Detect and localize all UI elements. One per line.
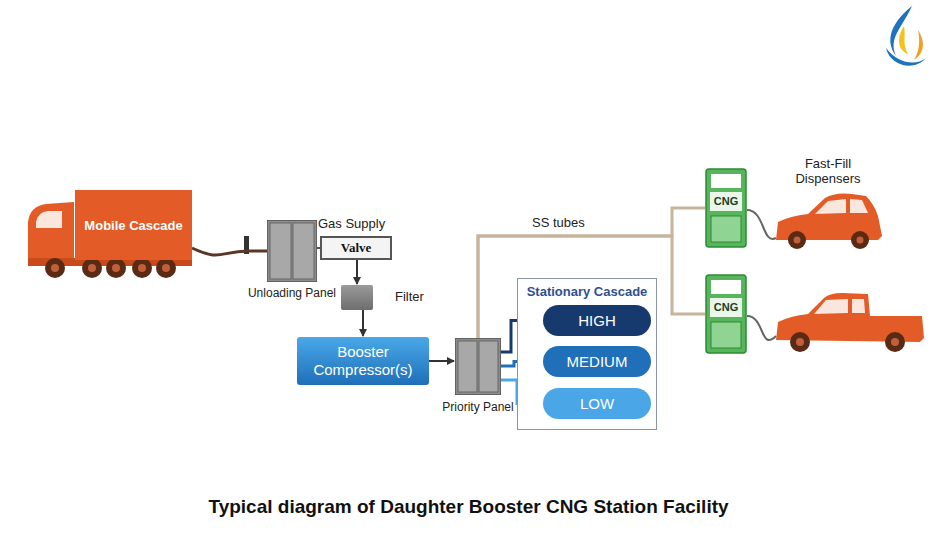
node-text: Unloading Panel: [247, 286, 337, 300]
caption: Typical diagram of Daughter Booster CNG …: [0, 496, 937, 518]
node-text: LOW: [580, 395, 614, 412]
node-text: Stationary Cascade: [518, 279, 656, 299]
low-tank: LOW: [543, 388, 651, 419]
mobile-cascade: Mobile Cascade: [75, 190, 192, 260]
node-text: Valve: [341, 240, 372, 256]
node-text: CNG: [705, 301, 747, 313]
node-text: Booster Compressor(s): [300, 343, 426, 379]
dispenser-hose: [747, 210, 776, 239]
connector: [478, 208, 705, 338]
node-text: MEDIUM: [567, 353, 628, 370]
dispenser-hose: [747, 316, 776, 340]
valve-box: Gas SupplyValve: [320, 236, 392, 260]
cng-dispenser: CNG: [705, 168, 747, 248]
node-text: HIGH: [578, 312, 616, 329]
connector: [362, 310, 364, 336]
wheel-hubs: [51, 264, 170, 272]
logo: [886, 6, 926, 66]
connector: [356, 260, 358, 284]
booster-compressor: Booster Compressor(s): [297, 337, 429, 385]
connector: [478, 236, 705, 338]
car: [776, 194, 882, 250]
truck-window: [36, 211, 62, 228]
cng-dispenser: CNG: [705, 274, 747, 354]
node-text: Mobile Cascade: [84, 218, 182, 233]
node-text: Priority Panel: [433, 400, 523, 414]
node-text: Gas Supply: [318, 216, 385, 231]
panel-shape: [455, 338, 501, 395]
note-label: Fast-Fill Dispensers: [786, 156, 870, 186]
medium-tank: MEDIUM: [543, 346, 651, 377]
panel-shape: [267, 220, 317, 282]
dispenser-shape: [705, 168, 747, 248]
priority-panel: Priority Panel: [455, 338, 501, 395]
truck-cab: [28, 202, 74, 262]
pickup-truck: [776, 293, 924, 352]
truck-wheels: [45, 258, 176, 278]
high-tank: HIGH: [543, 305, 651, 336]
stationary-cascade: Stationary CascadeHIGH MEDIUM LOW: [517, 278, 657, 430]
edge-label: SS tubes: [530, 215, 587, 230]
filter-box: Filter: [341, 285, 373, 310]
unloading-panel: Unloading Panel: [267, 220, 317, 282]
connector: [192, 248, 267, 255]
dispenser-shape: [705, 274, 747, 354]
connector: [429, 360, 454, 362]
node-text: Filter: [395, 289, 424, 304]
node-text: CNG: [705, 195, 747, 207]
